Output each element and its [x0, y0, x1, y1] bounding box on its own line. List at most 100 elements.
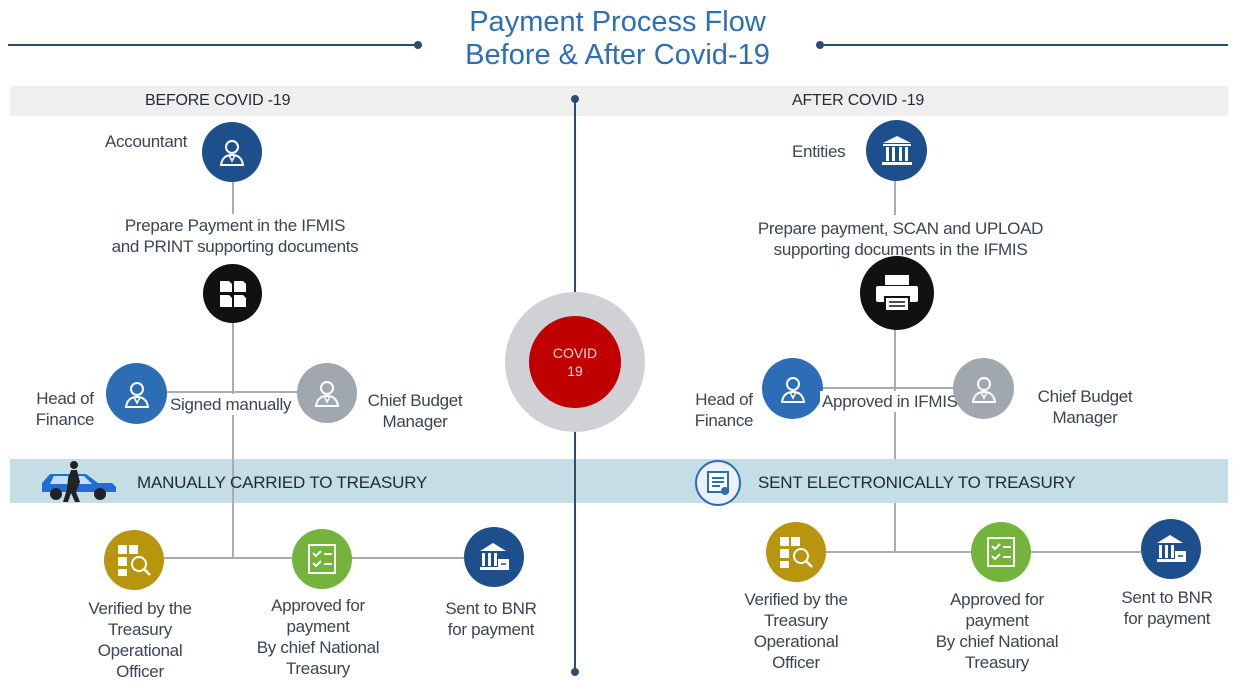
- before-verified-line3: Operational: [97, 641, 183, 660]
- before-approved-line4: Treasury: [285, 659, 351, 678]
- connector: [232, 182, 234, 214]
- center-divider-dot-bottom: [571, 668, 579, 676]
- before-band-label: MANUALLY CARRIED TO TREASURY: [137, 473, 428, 492]
- before-head-finance-line1: Head of: [36, 389, 94, 408]
- before-prepare-line1: Prepare Payment in the IFMIS: [124, 216, 346, 235]
- car-carrier-icon: [38, 459, 120, 503]
- after-head-finance-line1: Head of: [695, 390, 753, 409]
- after-prepare-line2: supporting documents in the IFMIS: [773, 240, 1028, 259]
- after-header: AFTER COVID -19: [792, 92, 925, 109]
- after-bank-node: [1141, 519, 1201, 579]
- connector: [1031, 551, 1141, 553]
- after-verified-label: Verified by the Treasury Operational Off…: [726, 589, 866, 673]
- approved-in-ifmis-label: Approved in IFMIS: [820, 391, 960, 412]
- after-sent-line1: Sent to BNR: [1121, 588, 1213, 607]
- after-head-finance-node: [762, 358, 823, 419]
- after-verified-line3: Operational: [753, 632, 839, 651]
- connector: [894, 180, 896, 215]
- center-divider-dot-top: [571, 95, 579, 103]
- before-verified-line4: Officer: [116, 662, 164, 681]
- after-verified-line2: Treasury: [763, 611, 829, 630]
- title-rule-left: [8, 44, 418, 46]
- checklist-icon: [987, 537, 1015, 567]
- title-rule-left-dot: [414, 41, 422, 49]
- diagram-title-line2: Before & After Covid-19: [465, 39, 770, 71]
- after-sent-label: Sent to BNR for payment: [1106, 587, 1228, 629]
- before-verified-line1: Verified by the: [88, 599, 192, 618]
- title-rule-right-dot: [816, 41, 824, 49]
- printer-icon: [876, 275, 918, 312]
- after-approved-line4: Treasury: [964, 653, 1030, 672]
- covid-ring: COVID 19: [505, 292, 645, 432]
- connector: [232, 503, 234, 558]
- after-approve-node: [971, 522, 1031, 582]
- before-sent-line2: for payment: [447, 620, 535, 639]
- checklist-icon: [308, 544, 336, 574]
- person-icon: [314, 381, 340, 407]
- after-chief-budget-node: [953, 358, 1014, 419]
- before-approved-label: Approved for payment By chief National T…: [243, 595, 393, 679]
- entities-node: [866, 120, 927, 181]
- before-head-finance-node: [106, 363, 167, 424]
- after-head-finance-line2: Finance: [694, 411, 754, 430]
- before-approved-line3: By chief National: [256, 638, 380, 657]
- before-sent-line1: Sent to BNR: [445, 599, 537, 618]
- before-header: BEFORE COVID -19: [145, 92, 291, 109]
- after-verify-node: [766, 522, 826, 582]
- after-approved-line1: Approved for: [950, 590, 1044, 609]
- connector: [352, 557, 464, 559]
- connector: [822, 387, 954, 389]
- before-approved-line1: Approved for: [271, 596, 365, 615]
- entities-label: Entities: [792, 142, 846, 161]
- after-approved-line2: payment: [965, 611, 1029, 630]
- before-prepare-line2: and PRINT supporting documents: [111, 237, 359, 256]
- connector: [826, 551, 971, 553]
- magnifier-document-icon: [118, 545, 151, 576]
- before-chief-budget-label: Chief Budget Manager: [360, 390, 470, 432]
- after-verified-line1: Verified by the: [744, 590, 848, 609]
- person-icon: [124, 381, 149, 408]
- signed-manually-label: Signed manually: [168, 394, 294, 415]
- after-prepare-line1: Prepare payment, SCAN and UPLOAD: [757, 219, 1044, 238]
- magnifier-document-icon: [780, 537, 813, 568]
- documents-node: [203, 264, 262, 323]
- before-verified-line2: Treasury: [107, 620, 173, 639]
- before-chief-budget-line1: Chief Budget: [367, 391, 463, 410]
- after-chief-budget-label: Chief Budget Manager: [1030, 386, 1140, 428]
- after-prepare-text: Prepare payment, SCAN and UPLOAD support…: [748, 218, 1053, 260]
- header-band: [10, 86, 1228, 116]
- building-icon: [881, 135, 912, 165]
- after-chief-budget-line1: Chief Budget: [1037, 387, 1133, 406]
- after-band-label: SENT ELECTRONICALLY TO TREASURY: [758, 473, 1076, 492]
- computer-document-icon: [695, 460, 741, 506]
- before-sent-label: Sent to BNR for payment: [430, 598, 552, 640]
- bank-icon: [480, 543, 509, 570]
- person-icon: [219, 140, 245, 166]
- before-bank-node: [464, 527, 524, 587]
- after-chief-budget-line2: Manager: [1052, 408, 1118, 427]
- before-verify-node: [104, 530, 164, 590]
- before-verified-label: Verified by the Treasury Operational Off…: [70, 598, 210, 682]
- documents-icon: [219, 280, 246, 307]
- accountant-node: [202, 122, 262, 182]
- diagram-title-line1: Payment Process Flow: [469, 6, 766, 38]
- covid-core: COVID 19: [529, 316, 621, 408]
- after-verified-line4: Officer: [772, 653, 820, 672]
- before-prepare-text: Prepare Payment in the IFMIS and PRINT s…: [90, 215, 380, 257]
- after-approved-line3: By chief National: [935, 632, 1059, 651]
- before-head-finance-label: Head of Finance: [30, 388, 100, 430]
- bank-icon: [1157, 535, 1186, 562]
- covid-label: COVID 19: [552, 345, 598, 379]
- before-approve-node: [292, 529, 352, 589]
- treasury-band: [10, 459, 1228, 503]
- before-head-finance-line2: Finance: [35, 410, 95, 429]
- connector: [894, 503, 896, 552]
- after-sent-line2: for payment: [1123, 609, 1211, 628]
- connector: [166, 391, 298, 393]
- accountant-label: Accountant: [105, 132, 188, 151]
- person-icon: [780, 376, 805, 403]
- title-rule-right: [820, 44, 1228, 46]
- before-approved-line2: payment: [286, 617, 350, 636]
- after-approved-label: Approved for payment By chief National T…: [922, 589, 1072, 673]
- after-head-finance-label: Head of Finance: [689, 389, 759, 431]
